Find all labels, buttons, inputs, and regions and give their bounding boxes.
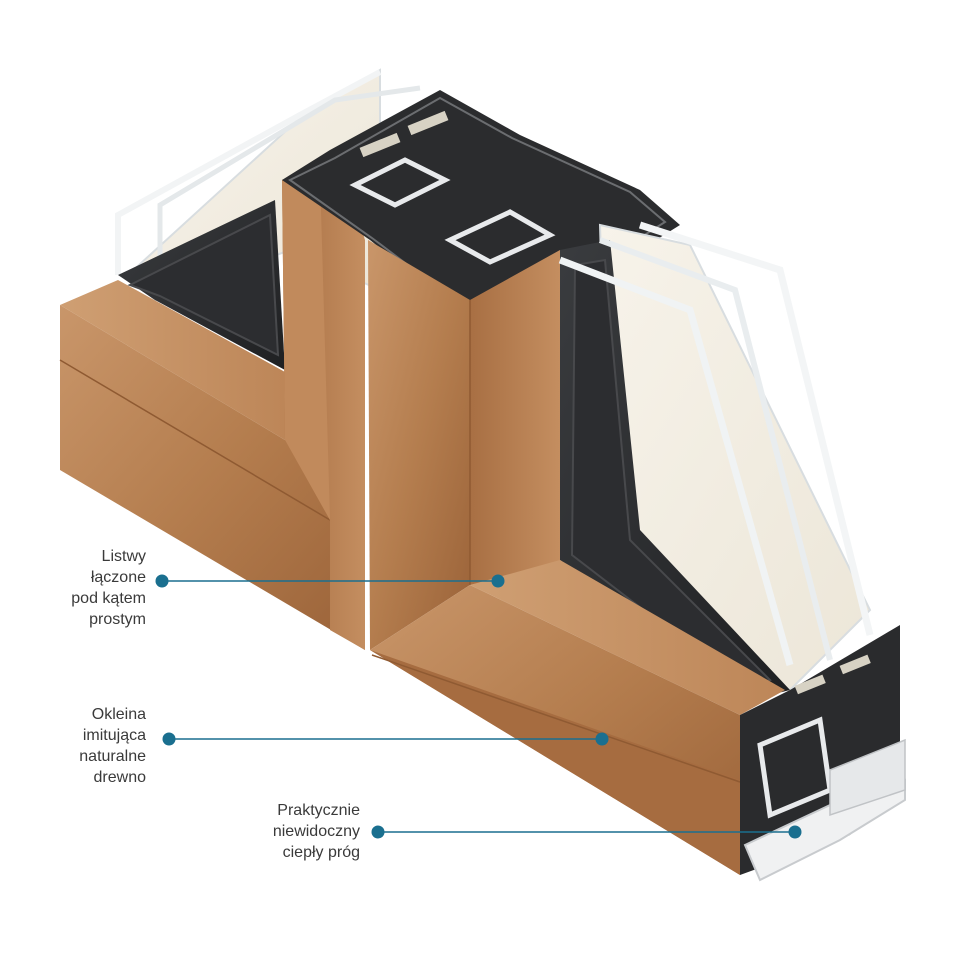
- callout-2-line-1: Okleina: [91, 706, 146, 723]
- left-frame-top-face: [60, 280, 285, 440]
- left-glass-edge-inner: [157, 85, 421, 265]
- callout-label-wood-veneer: Okleina imitująca naturalne drewno: [79, 704, 146, 788]
- callout-label-warm-threshold: Praktycznie niewidoczny ciepły próg: [273, 800, 360, 863]
- glass-pane-edge-3: [638, 221, 874, 636]
- mullion-side-face: [470, 250, 560, 585]
- left-wood-frame: [59, 160, 365, 650]
- callout-leader-3: [371, 825, 802, 839]
- callout-2-line-2: imitująca: [82, 727, 146, 744]
- right-wood-frame: [370, 560, 785, 875]
- callout-dot-end-2: [595, 732, 609, 746]
- callout-2-line-3: naturalne: [79, 748, 146, 765]
- callout-3-line-2: niewidoczny: [272, 823, 360, 840]
- callout-leaders: [155, 574, 802, 839]
- left-sash-dark-inner: [127, 213, 280, 357]
- glass-pane-edge-2: [598, 237, 833, 661]
- callout-1-line-1: Listwy: [101, 548, 146, 565]
- left-frame-front-face: [60, 305, 365, 650]
- threshold-white-fins: [829, 738, 906, 817]
- callout-dot-start-2: [162, 732, 176, 746]
- warm-edge-spacer-b: [407, 110, 449, 136]
- right-sash-dark-inner: [570, 258, 772, 690]
- callout-3-line-3: ciepły próg: [282, 844, 360, 861]
- callout-dot-start-3: [371, 825, 385, 839]
- callout-1-line-2: łączone: [90, 569, 146, 586]
- left-frame-seam: [59, 359, 331, 521]
- left-glass-edge-outer: [115, 69, 382, 275]
- callout-leader-1: [155, 574, 505, 588]
- threshold-profile-section: [740, 625, 906, 882]
- callout-dot-end-3: [788, 825, 802, 839]
- callout-1-line-3: pod kątem: [71, 590, 146, 607]
- right-frame-lower-block: [370, 650, 740, 875]
- threshold-spacer-a: [794, 674, 826, 695]
- mullion-front-face: [368, 240, 470, 650]
- right-frame-top-face: [470, 560, 785, 715]
- right-frame-seam: [371, 654, 741, 783]
- callout-dot-start-1: [155, 574, 169, 588]
- callout-2-line-4: drewno: [93, 769, 146, 786]
- warm-edge-spacer-a: [359, 132, 401, 158]
- glass-pane-edge-1: [558, 256, 794, 666]
- callout-1-line-4: prostym: [89, 611, 146, 628]
- callout-leader-2: [162, 732, 609, 746]
- profile-steel-reinforcement-b: [444, 209, 556, 265]
- left-vertical-stile-front: [282, 175, 330, 520]
- callout-3-line-1: Praktycznie: [277, 802, 360, 819]
- profile-steel-reinforcement-a: [349, 157, 451, 208]
- right-sash: [558, 221, 874, 700]
- center-mullion: [368, 240, 560, 650]
- threshold-spacer-b: [839, 654, 871, 675]
- callout-dot-end-1: [491, 574, 505, 588]
- callout-label-mitred-joints: Listwy łączone pod kątem prostym: [71, 546, 146, 630]
